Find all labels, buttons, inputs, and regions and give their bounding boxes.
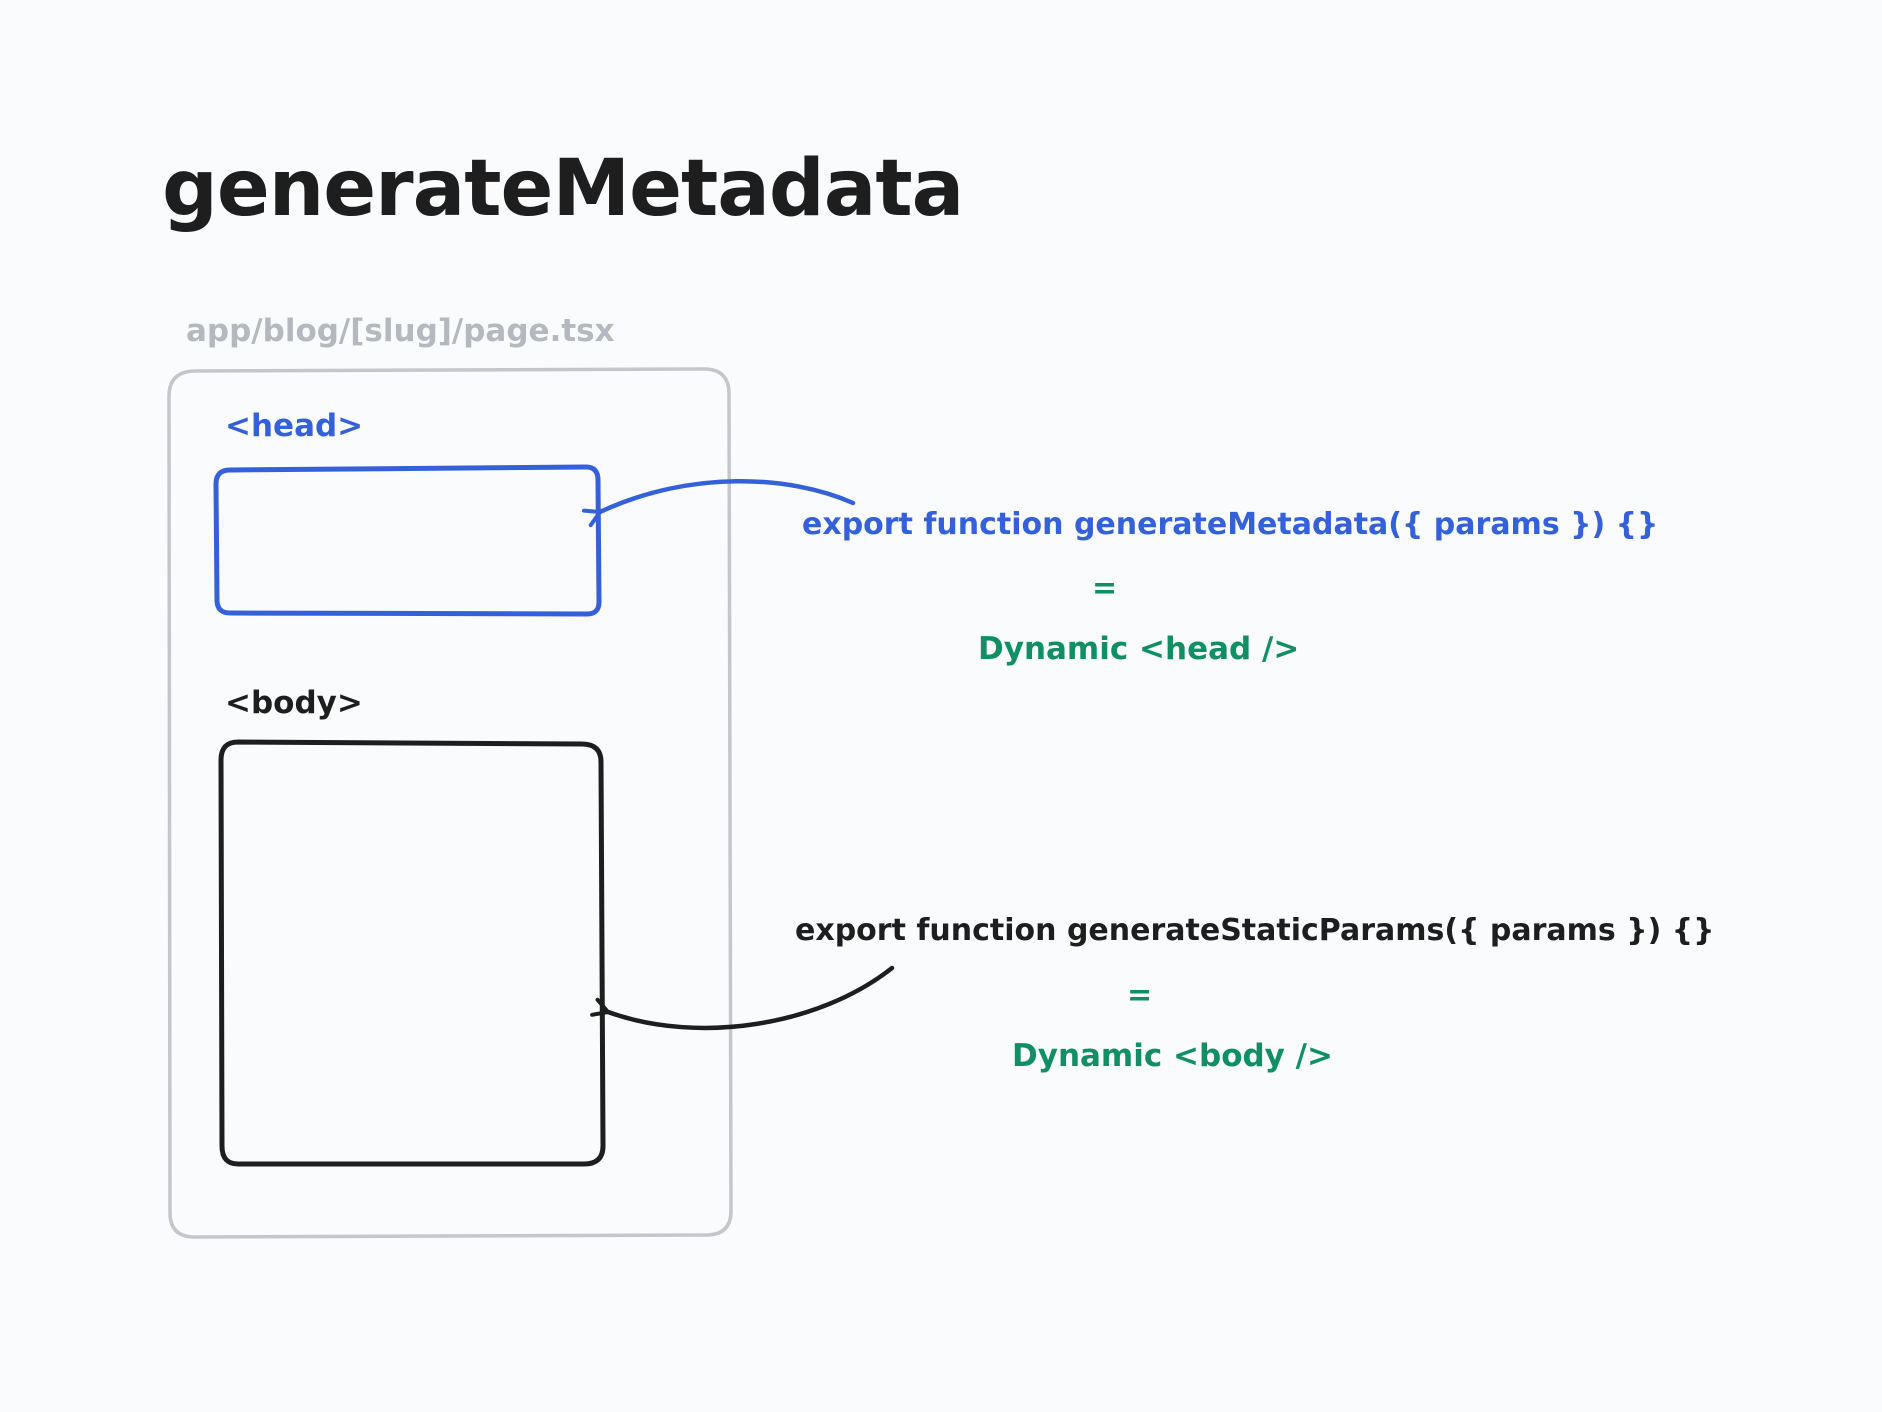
dynamic-body-label: Dynamic <body /> [1012,1038,1333,1074]
static-params-equals-sign: = [1127,978,1153,1013]
generate-metadata-code: export function generateMetadata({ param… [802,507,1659,542]
generate-static-params-code: export function generateStaticParams({ p… [795,913,1715,948]
body-tag-label: <body> [225,685,363,721]
page-title: generateMetadata [162,144,964,234]
page-container [167,367,733,1239]
head-box [213,464,602,617]
head-tag-label: <head> [225,408,364,444]
dynamic-head-label: Dynamic <head /> [978,631,1300,667]
file-path-label: app/blog/[slug]/page.tsx [186,313,615,349]
static-params-arrow [590,965,895,1031]
body-box [218,739,606,1167]
metadata-arrow [581,479,856,528]
metadata-equals-sign: = [1092,571,1118,606]
